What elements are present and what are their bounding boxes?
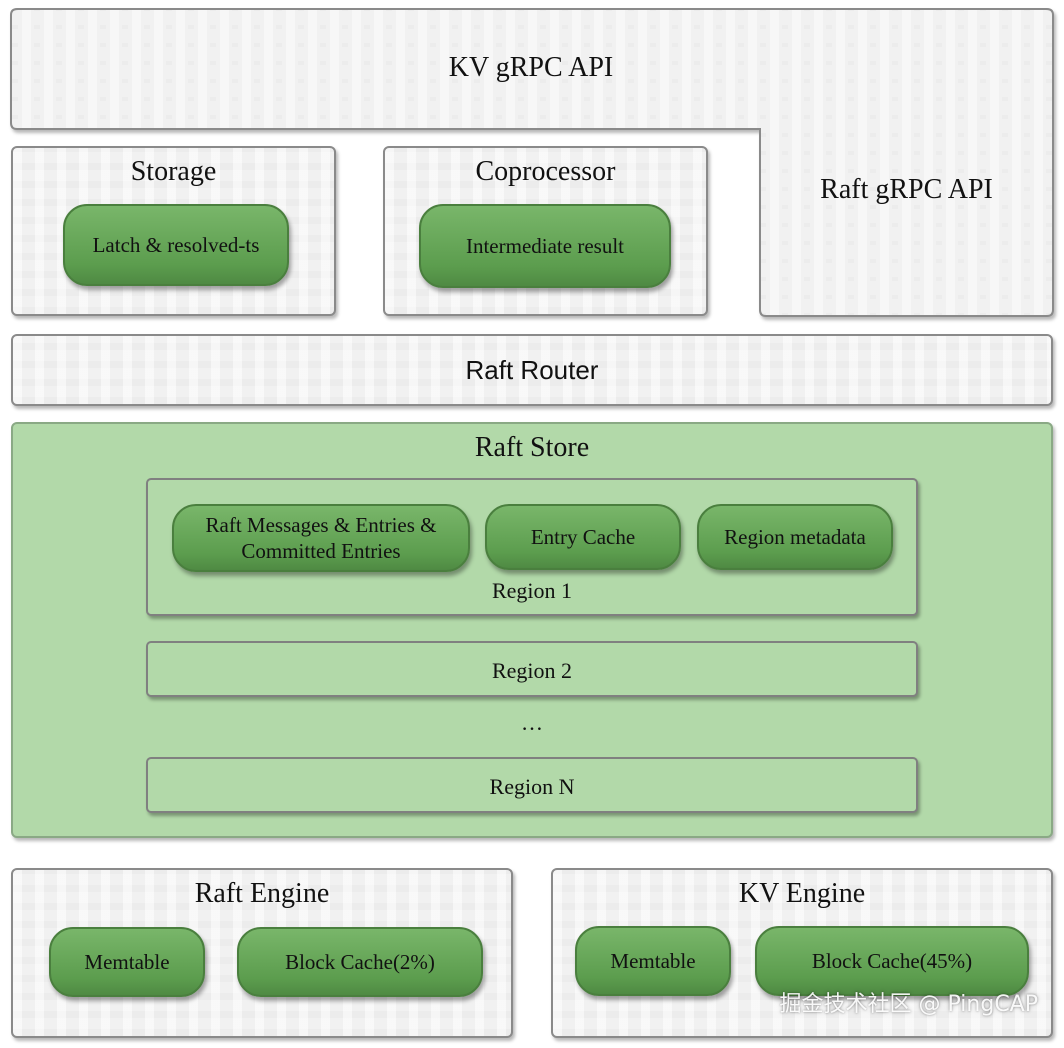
intermediate-result-label: Intermediate result (465, 234, 624, 258)
kv-engine-box: KV Engine Memtable Block Cache(45%) (551, 868, 1053, 1038)
raft-router-label: Raft Router (465, 355, 599, 385)
raft-engine-memtable-label: Memtable (84, 950, 170, 974)
kv-grpc-api-label: KV gRPC API (448, 52, 614, 83)
kv-engine-memtable-node: Memtable (575, 926, 731, 996)
kv-engine-block-cache-node: Block Cache(45%) (755, 926, 1029, 996)
entry-cache-node: Entry Cache (485, 504, 681, 570)
raft-engine-box: Raft Engine Memtable Block Cache(2%) (11, 868, 513, 1038)
region-1-label: Region 1 (491, 578, 573, 603)
entry-cache-label: Entry Cache (530, 525, 636, 549)
region-1-box: Raft Messages & Entries &Committed Entri… (146, 478, 918, 616)
region-n-label: Region N (489, 774, 575, 799)
kv-engine-title: KV Engine (738, 878, 866, 909)
region-2-label: Region 2 (491, 658, 573, 683)
raft-messages-node: Raft Messages & Entries &Committed Entri… (172, 504, 470, 572)
region-metadata-label: Region metadata (724, 525, 866, 549)
raft-engine-memtable-node: Memtable (49, 927, 205, 997)
latch-resolved-ts-node: Latch & resolved-ts (63, 204, 289, 286)
grpc-api-outline (10, 8, 1054, 317)
storage-box: Storage Latch & resolved-ts (11, 146, 336, 316)
raft-store-box: Raft Store Raft Messages & Entries &Comm… (11, 422, 1053, 838)
kv-engine-memtable-label: Memtable (610, 949, 696, 973)
raft-grpc-api-label: Raft gRPC API (820, 174, 993, 205)
raft-store-title: Raft Store (474, 432, 590, 463)
raft-engine-block-cache-node: Block Cache(2%) (237, 927, 483, 997)
grpc-api-shape (10, 8, 1054, 317)
raft-messages-label-line2: Committed Entries (241, 539, 401, 563)
latch-resolved-ts-label: Latch & resolved-ts (92, 233, 260, 257)
kv-engine-block-cache-label: Block Cache(45%) (811, 949, 973, 973)
intermediate-result-node: Intermediate result (419, 204, 671, 288)
coprocessor-box: Coprocessor Intermediate result (383, 146, 708, 316)
raft-engine-block-cache-label: Block Cache(2%) (285, 950, 435, 974)
watermark: 掘金技术社区 @ PingCAP (779, 992, 1038, 1017)
region-ellipsis: … (521, 710, 543, 735)
raft-engine-title: Raft Engine (194, 878, 330, 909)
raft-router-box: Raft Router (11, 334, 1053, 406)
region-n-box: Region N (146, 757, 918, 813)
coprocessor-title: Coprocessor (475, 156, 616, 187)
region-2-box: Region 2 (146, 641, 918, 697)
storage-title: Storage (130, 156, 217, 187)
raft-messages-label-line1: Raft Messages & Entries & (205, 513, 437, 537)
region-metadata-node: Region metadata (697, 504, 893, 570)
